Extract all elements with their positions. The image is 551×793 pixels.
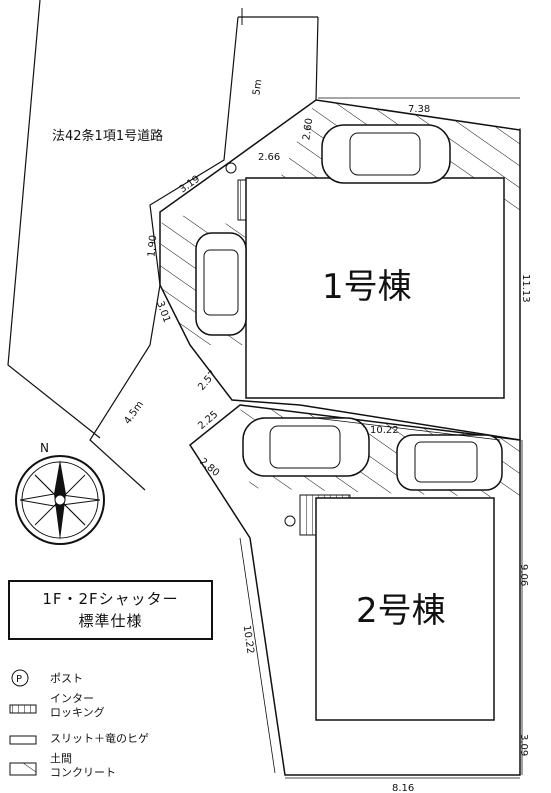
dim-2-25: 2.25: [196, 409, 220, 432]
legend-post-label: ポスト: [50, 672, 83, 685]
legend-concrete-line1: 土間: [50, 752, 72, 765]
dim-10-22-top: 10.22: [370, 425, 399, 436]
legend-interlocking-line2: ロッキング: [50, 706, 105, 719]
legend-concrete-line2: コンクリート: [50, 766, 116, 779]
post-lot-2-icon: [284, 515, 296, 527]
dim-11-13: 11.13: [520, 274, 531, 303]
dim-10-22-side: 10.22: [241, 625, 256, 655]
legend-post-icon: P: [11, 669, 29, 687]
dim-3-19: 3.19: [178, 174, 203, 196]
spec-line-2: 標準仕様: [78, 612, 143, 630]
compass-north-label: N: [40, 441, 49, 455]
legend-interlocking-swatch: [9, 704, 37, 714]
road-label: 法42条1項1号道路: [52, 128, 163, 144]
car-lot-2-left: [242, 417, 370, 477]
dim-1-90: 1.90: [146, 235, 159, 258]
dim-2-66: 2.66: [258, 152, 280, 163]
legend-slit-label: スリット＋竜のヒゲ: [50, 732, 149, 745]
svg-text:P: P: [16, 674, 22, 685]
spec-line-1: 1F・2Fシャッター: [42, 590, 179, 608]
dim-8-16: 8.16: [392, 783, 414, 793]
dim-2-60: 2.60: [301, 117, 315, 141]
car-lot-2-right: [396, 434, 503, 491]
post-lot-1-icon: [225, 162, 237, 174]
spec-box: 1F・2Fシャッター 標準仕様: [8, 580, 213, 640]
dim-3-09: 3.09: [518, 734, 529, 756]
road-boundary-left: [7, 0, 101, 439]
car-lot-1-top: [321, 124, 451, 184]
building-1-label: 1号棟: [322, 267, 412, 307]
dim-9-06: 9.06: [518, 564, 529, 586]
dim-2-57: 2.57: [196, 369, 219, 393]
legend-concrete-swatch: [9, 762, 37, 776]
legend-interlocking-line1: インター: [50, 692, 94, 705]
compass: N: [15, 441, 105, 545]
building-2-label: 2号棟: [356, 591, 446, 631]
road-width-top-label: 5m: [251, 79, 264, 96]
road-width-diag-label: 4.5m: [122, 399, 146, 426]
dim-7-38: 7.38: [408, 104, 430, 115]
building-2: [315, 497, 495, 721]
car-lot-1-side: [195, 232, 247, 336]
legend-slit-swatch: [9, 735, 37, 745]
